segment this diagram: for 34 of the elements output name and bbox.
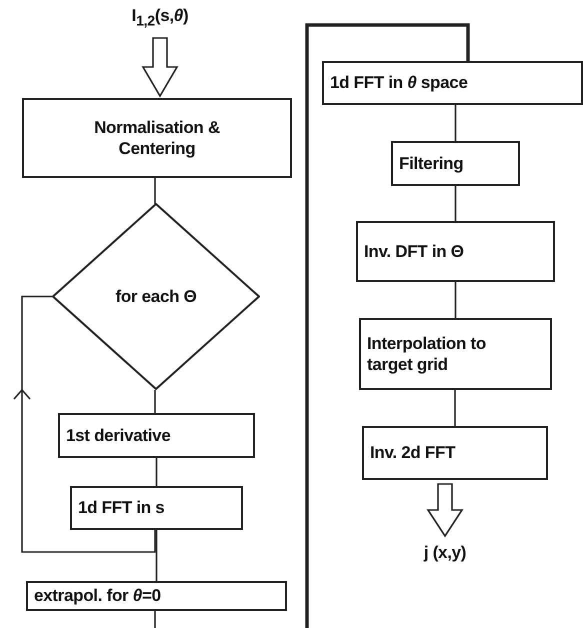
connector-line — [154, 611, 156, 628]
connector-line — [454, 282, 456, 318]
connector-line — [156, 530, 158, 581]
step-label: Filtering — [399, 152, 464, 174]
connector-line — [154, 178, 156, 204]
step-label: 1d FFT in s — [78, 497, 164, 519]
process-box — [362, 426, 548, 480]
connector-line — [305, 23, 470, 628]
connector-line — [454, 105, 456, 141]
step-label: Inv. DFT in Θ — [364, 240, 464, 262]
process-box — [26, 581, 287, 611]
hollow-arrow — [142, 37, 178, 98]
connector-line — [156, 458, 158, 486]
connector-line — [454, 186, 456, 221]
process-box — [322, 61, 583, 105]
process-box — [58, 413, 255, 458]
process-box — [22, 98, 292, 178]
step-label: 1st derivative — [66, 424, 170, 446]
process-box — [359, 318, 552, 390]
process-box — [356, 221, 555, 282]
step-label: 1d FFT in θ space — [330, 72, 468, 94]
connector-line — [154, 390, 156, 413]
step-label: Normalisation & Centering — [93, 116, 221, 160]
output-label: j (x,y) — [424, 542, 466, 564]
process-box — [391, 141, 520, 186]
input-label: I$_{1,2}$(s,θ) — [132, 4, 188, 32]
step-label: for each Θ — [115, 286, 197, 308]
hollow-arrow — [426, 483, 464, 538]
step-label: extrapol. for θ=0 — [34, 585, 161, 607]
connector-line — [454, 390, 456, 426]
process-box — [70, 486, 243, 530]
step-label: Inv. 2d FFT — [370, 442, 456, 464]
decision-diamond — [52, 203, 260, 390]
step-label: Interpolation to target grid — [367, 332, 487, 376]
